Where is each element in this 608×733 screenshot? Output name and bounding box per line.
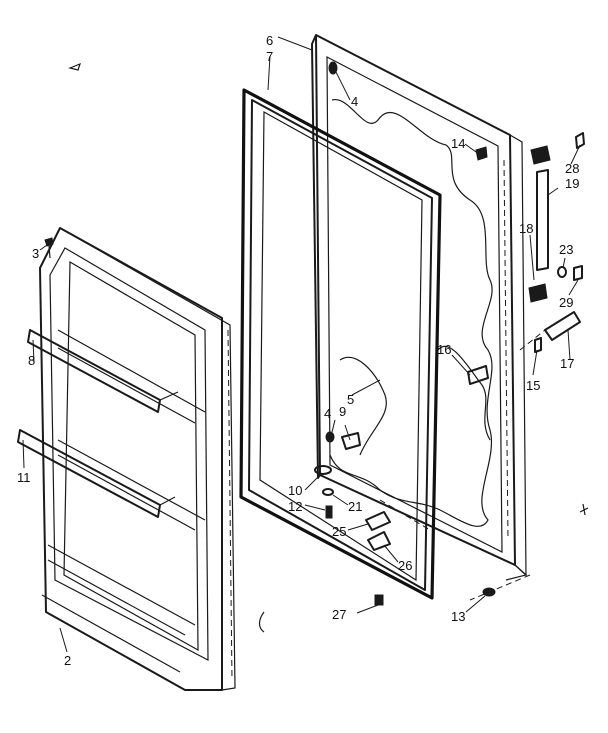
washer-21 xyxy=(322,488,334,496)
washer-23 xyxy=(557,266,567,278)
callout-4-bottom: 4 xyxy=(324,406,331,421)
callout-10: 10 xyxy=(288,483,302,498)
callout-8: 8 xyxy=(28,353,35,368)
leader-lines xyxy=(22,36,581,653)
stray-mark xyxy=(68,62,81,71)
callout-17: 17 xyxy=(560,356,574,371)
lower-shelf-bar xyxy=(17,429,176,518)
alignment-line xyxy=(469,574,531,601)
callout-29: 29 xyxy=(559,295,573,310)
callout-19: 19 xyxy=(565,176,579,191)
hinge-pin-10 xyxy=(314,465,332,475)
screw-27 xyxy=(374,594,384,606)
callout-28: 28 xyxy=(565,161,579,176)
closer-top-bracket xyxy=(530,145,551,165)
callout-21: 21 xyxy=(348,499,362,514)
door-gasket xyxy=(239,88,442,600)
cap-29 xyxy=(573,265,583,281)
screw-3 xyxy=(44,237,54,259)
callout-15: 15 xyxy=(526,378,540,393)
alignment-line xyxy=(519,329,546,351)
cam-25 xyxy=(365,511,391,531)
callout-14: 14 xyxy=(451,136,465,151)
callout-16: 16 xyxy=(437,342,451,357)
inner-door-liner xyxy=(39,227,236,691)
spring-16 xyxy=(467,365,489,385)
callout-4-top: 4 xyxy=(351,94,358,109)
callout-11: 11 xyxy=(17,470,31,485)
callout-6: 6 xyxy=(266,33,273,48)
closer-cap-28 xyxy=(575,132,585,149)
grommet-4-bottom xyxy=(325,431,335,443)
callout-3: 3 xyxy=(32,246,39,261)
closer-tube-19 xyxy=(536,169,549,271)
bracket-9 xyxy=(341,432,361,450)
stray-mark xyxy=(258,611,265,633)
insulation-wire xyxy=(329,99,493,527)
callout-26: 26 xyxy=(398,558,412,573)
stop-14 xyxy=(475,146,488,161)
callout-13: 13 xyxy=(451,609,465,624)
callout-2: 2 xyxy=(64,653,71,668)
callout-23: 23 xyxy=(559,242,573,257)
screw-12 xyxy=(325,505,333,519)
outer-door-panel xyxy=(311,34,528,581)
callout-5: 5 xyxy=(347,392,354,407)
stray-mark xyxy=(579,503,589,516)
latch-17 xyxy=(544,311,581,341)
bolt-15 xyxy=(534,337,542,353)
callout-7: 7 xyxy=(266,49,273,64)
callout-25: 25 xyxy=(332,524,346,539)
callout-12: 12 xyxy=(288,499,302,514)
cam-26 xyxy=(367,531,391,551)
callout-labels: 6 7 4 14 28 19 18 23 29 17 15 16 5 4 9 1… xyxy=(17,33,579,668)
closer-bottom-bracket xyxy=(528,283,548,303)
upper-shelf-bar xyxy=(27,329,179,413)
callout-18: 18 xyxy=(519,221,533,236)
callout-27: 27 xyxy=(332,607,346,622)
callout-9: 9 xyxy=(339,404,346,419)
